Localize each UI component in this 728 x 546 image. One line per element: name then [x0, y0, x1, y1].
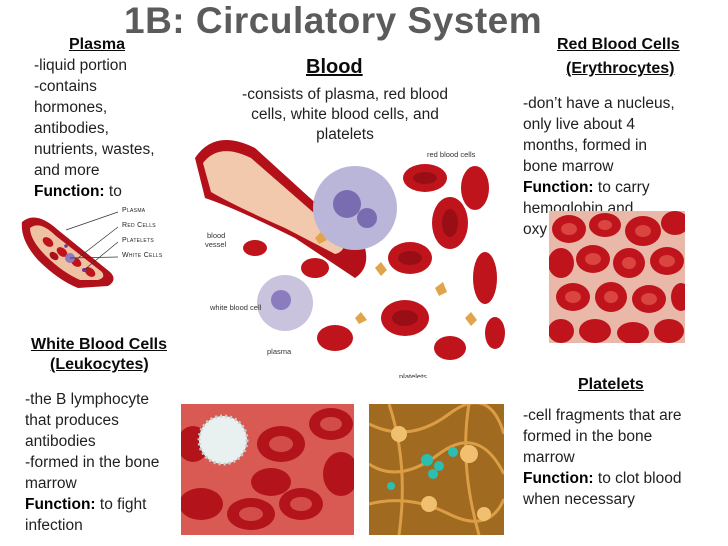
white-cells-line: marrow [25, 475, 77, 492]
diagram-label-platelets: Platelets [122, 237, 155, 244]
function-label: Function: [34, 183, 105, 200]
function-text: to fight [95, 496, 147, 513]
plasma-line: antibodies, [34, 120, 109, 137]
red-cells-function-line: Function: to carry [523, 177, 675, 198]
blood-text: -consists of plasma, red blood cells, wh… [220, 85, 470, 145]
blood-line: cells, white blood cells, and [251, 106, 439, 123]
white-blood-cell-photo [181, 404, 354, 535]
red-cells-line: months, formed in [523, 137, 648, 154]
blood-line: -consists of plasma, red blood [242, 86, 448, 103]
white-cells-line: antibodies [25, 433, 96, 450]
plasma-text: -liquid portion -contains hormones, anti… [34, 55, 155, 202]
red-cells-line: oxy [523, 221, 548, 238]
illustration-label-plasma: plasma [267, 347, 292, 356]
white-cells-subheading: (Leukocytes) [50, 356, 149, 373]
function-label: Function: [25, 496, 96, 513]
illustration-label-platelets: platelets [399, 372, 427, 378]
platelets-text: -cell fragments that are formed in the b… [523, 405, 682, 510]
red-cells-subheading: (Erythrocytes) [566, 60, 675, 77]
white-cells-line: infection [25, 517, 83, 534]
platelets-photo [369, 404, 504, 535]
platelets-line: -cell fragments that are [523, 407, 682, 424]
function-label: Function: [523, 179, 594, 196]
illustration-label-vessel: vessel [205, 240, 227, 249]
platelets-line: marrow [523, 449, 575, 466]
white-cells-line: that produces [25, 412, 119, 429]
red-cells-line: bone marrow [523, 158, 614, 175]
red-cells-line: -don’t have a nucleus, [523, 95, 675, 112]
white-cells-function-line: Function: to fight [25, 494, 159, 515]
vessel-diagram-illustration [21, 211, 119, 288]
platelets-heading: Platelets [578, 376, 644, 393]
function-label: Function: [523, 470, 594, 487]
plasma-heading: Plasma [69, 36, 126, 53]
white-blood-cell-photo-svg [181, 408, 354, 530]
diagram-label-white-cells: White Cells [122, 252, 163, 259]
platelets-line: formed in the bone [523, 428, 653, 445]
plasma-line: nutrients, wastes, [34, 141, 155, 158]
illustration-label-blood: blood [207, 231, 226, 240]
red-cells-heading: Red Blood Cells [557, 36, 680, 53]
blood-line: platelets [316, 126, 374, 143]
red-cells-line: only live about 4 [523, 116, 636, 133]
function-text: to [104, 183, 122, 200]
illustration-label-red-blood-cells: red blood cells [427, 150, 476, 159]
diagram-label-red-cells: Red Cells [122, 222, 156, 229]
white-cells-text: -the B lymphocyte that produces antibodi… [25, 389, 159, 536]
platelets-function-line: Function: to clot blood [523, 468, 682, 489]
function-text: to clot blood [593, 470, 682, 487]
plasma-line: -contains [34, 78, 97, 95]
function-text: to carry [593, 179, 650, 196]
white-cells-line: -the B lymphocyte [25, 391, 150, 408]
white-cells-line: -formed in the bone [25, 454, 160, 471]
red-blood-cells-photo-svg [549, 211, 685, 343]
blood-illustration-svg [195, 140, 505, 360]
blood-illustration: red blood cells blood vessel white blood… [195, 128, 515, 378]
slide-title: 1B: Circulatory System [124, 0, 543, 41]
red-blood-cells-photo [549, 211, 685, 343]
plasma-line: -liquid portion [34, 57, 128, 74]
plasma-function-line: Function: to [34, 181, 155, 202]
diagram-label-plasma: Plasma [122, 207, 146, 214]
blood-heading: Blood [306, 56, 363, 78]
platelets-photo-svg [369, 404, 504, 535]
plasma-line: and more [34, 162, 100, 179]
platelets-line: when necessary [523, 491, 636, 508]
plasma-line: hormones, [34, 99, 108, 116]
white-cells-heading: White Blood Cells [31, 336, 167, 353]
illustration-label-white-blood-cell: white blood cell [210, 303, 262, 312]
vessel-diagram: Plasma Red Cells Platelets White Cells [18, 200, 188, 290]
